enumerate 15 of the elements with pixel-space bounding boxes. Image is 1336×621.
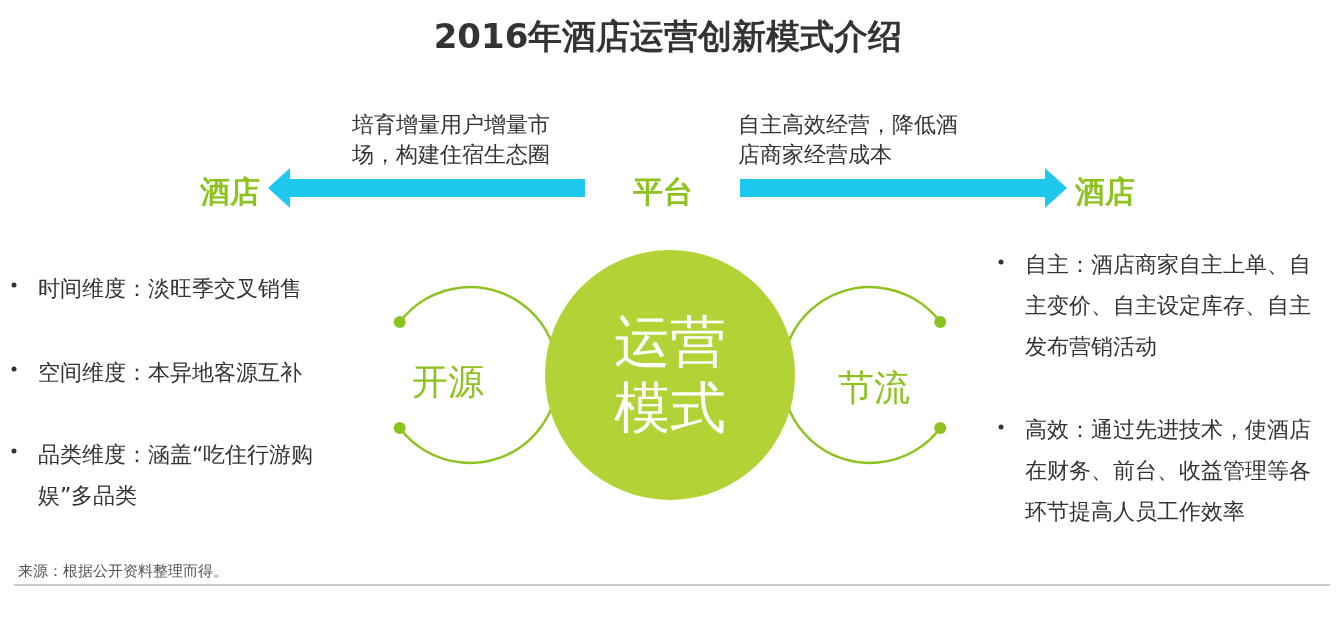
arrow — [740, 168, 1067, 208]
bullet-text: 时间维度：淡旺季交叉销售 — [38, 275, 303, 303]
income-label: 开源 — [412, 360, 484, 404]
hotel-label: 酒店 — [200, 172, 260, 213]
bullet-text: 空间维度：本异地客源互补 — [38, 359, 303, 387]
mode-circle: 运营模式 — [545, 250, 795, 500]
saving-label: 节流 — [838, 366, 910, 410]
hotel-label: 酒店 — [1075, 172, 1135, 213]
arrow — [268, 168, 585, 208]
bullet-text: 高效：通过先进技术，使酒店在财务、前台、收益管理等各环节提高人员工作效率 — [1025, 416, 1312, 526]
bullet-text: 品类维度：涵盖“吃住行游购娱”多品类 — [38, 441, 315, 510]
platform-label: 平台 — [585, 172, 740, 213]
title: 2016年酒店运营创新模式介绍 — [432, 15, 904, 58]
source-note: 来源：根据公开资料整理而得。 — [18, 562, 228, 581]
bullet-text: 自主：酒店商家自主上单、自主变价、自主设定库存、自主发布营销活动 — [1025, 251, 1312, 361]
